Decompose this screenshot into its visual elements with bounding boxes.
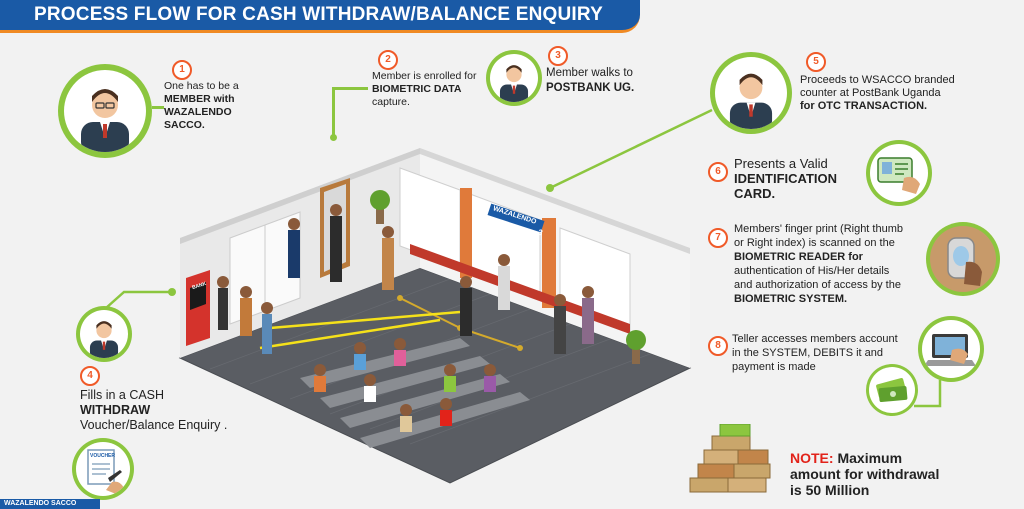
step1-text: One has to be a MEMBER with WAZALENDO SA… xyxy=(164,80,239,131)
step4-connector xyxy=(105,288,176,309)
fingerprint-scanner-icon xyxy=(947,237,982,286)
step4-badge: 4 xyxy=(80,366,100,386)
step5-text: Proceeds to WSACCO branded counter at Po… xyxy=(800,74,955,112)
step6-text: Presents a Valid IDENTIFICATION CARD. xyxy=(734,156,838,201)
step8-badge: 8 xyxy=(708,336,728,356)
step1-avatar xyxy=(58,64,152,158)
step2-badge: 2 xyxy=(378,50,398,70)
step7-text: Members' finger print (Right thumb or Ri… xyxy=(734,223,903,305)
page-title: PROCESS FLOW FOR CASH WITHDRAW/BALANCE E… xyxy=(34,4,603,25)
banking-hall-illustration xyxy=(178,148,692,484)
step4-avatar xyxy=(76,306,132,362)
step3-badge: 3 xyxy=(548,46,568,66)
laptop-icon xyxy=(924,334,976,366)
title-bar xyxy=(0,0,640,33)
step4-text: Fills in a CASH WITHDRAW Voucher/Balance… xyxy=(80,388,228,432)
step7-badge: 7 xyxy=(708,228,728,248)
cash-icon xyxy=(876,378,908,403)
id-card-illustration xyxy=(866,140,932,206)
cash-illustration xyxy=(866,364,918,416)
step8-connector xyxy=(914,380,942,408)
step3-text: Member walks to POSTBANK UG. xyxy=(546,67,635,94)
step5-badge: 5 xyxy=(806,52,826,72)
member-person-icon xyxy=(729,73,773,129)
member-person-icon xyxy=(499,65,529,102)
step6-badge: 6 xyxy=(708,162,728,182)
step5-connector xyxy=(546,108,713,192)
step2-text: Member is enrolled for BIOMETRIC DATA ca… xyxy=(372,70,477,108)
laptop-illustration xyxy=(918,316,984,382)
footer-bar xyxy=(0,499,100,509)
id-card-icon xyxy=(877,157,920,194)
step1-badge: 1 xyxy=(172,60,192,80)
step3-avatar xyxy=(486,50,542,106)
note-box: NOTE: Maximum amount for withdrawal is 5… xyxy=(790,450,940,498)
note-label: NOTE: xyxy=(790,450,834,466)
step8-text: Teller accesses members account in the S… xyxy=(732,333,898,373)
voucher-label: VOUCHER xyxy=(90,453,116,459)
step5-avatar xyxy=(710,52,792,134)
voucher-icon xyxy=(87,449,124,494)
footer-text: WAZALENDO SACCO xyxy=(4,500,77,507)
member-person-icon xyxy=(81,89,129,152)
biometric-reader-illustration xyxy=(926,222,1000,296)
voucher-illustration: VOUCHER xyxy=(72,438,134,500)
money-stack-illustration xyxy=(689,424,771,493)
member-person-icon xyxy=(89,321,119,358)
